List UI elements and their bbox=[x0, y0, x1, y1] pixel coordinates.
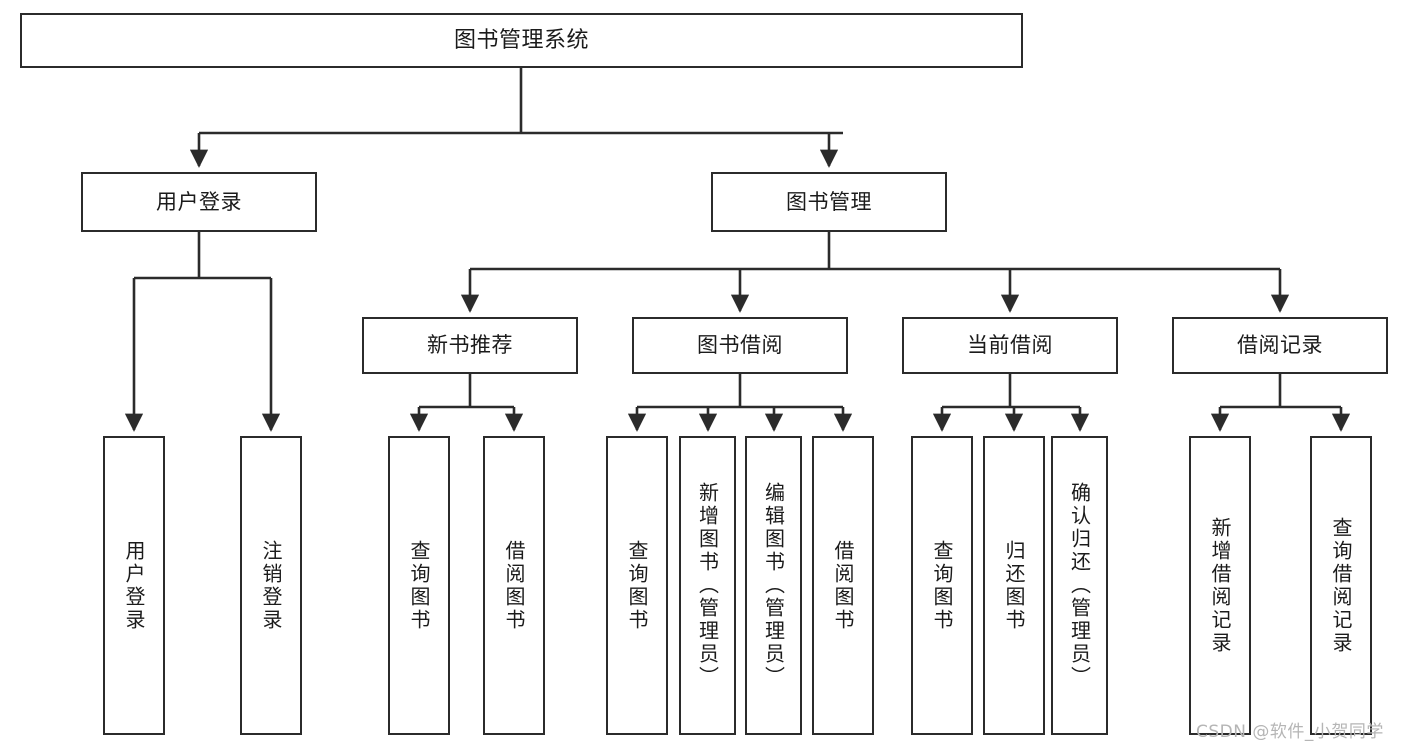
node-leaf-query-book-3-label: 查询图书 bbox=[930, 539, 954, 632]
node-book-manage[interactable]: 图书管理 bbox=[711, 172, 947, 232]
node-leaf-confirm-return[interactable]: 确认归还（管理员） bbox=[1051, 436, 1108, 735]
node-book-manage-label: 图书管理 bbox=[786, 189, 872, 214]
node-current-borrow-label: 当前借阅 bbox=[967, 333, 1053, 358]
node-leaf-add-record-label: 新增借阅记录 bbox=[1208, 516, 1232, 655]
node-book-borrow-label: 图书借阅 bbox=[697, 333, 783, 358]
node-leaf-add-book-label: 新增图书（管理员） bbox=[695, 482, 720, 689]
node-leaf-user-login[interactable]: 用户登录 bbox=[103, 436, 165, 735]
node-user-login-label: 用户登录 bbox=[156, 189, 242, 214]
node-user-login[interactable]: 用户登录 bbox=[81, 172, 317, 232]
node-leaf-query-book-3[interactable]: 查询图书 bbox=[911, 436, 973, 735]
node-leaf-query-book-1[interactable]: 查询图书 bbox=[388, 436, 450, 735]
node-leaf-add-book[interactable]: 新增图书（管理员） bbox=[679, 436, 736, 735]
node-leaf-borrow-book-1-label: 借阅图书 bbox=[502, 539, 526, 632]
node-leaf-confirm-return-label: 确认归还（管理员） bbox=[1067, 482, 1092, 689]
node-leaf-return-book[interactable]: 归还图书 bbox=[983, 436, 1045, 735]
node-borrow-record-label: 借阅记录 bbox=[1237, 333, 1323, 358]
node-new-book-rec-label: 新书推荐 bbox=[427, 333, 513, 358]
watermark: CSDN @软件_小贺同学 bbox=[1196, 722, 1384, 742]
node-book-borrow[interactable]: 图书借阅 bbox=[632, 317, 848, 374]
node-leaf-query-book-1-label: 查询图书 bbox=[407, 539, 431, 632]
node-leaf-return-book-label: 归还图书 bbox=[1002, 539, 1026, 632]
node-borrow-record[interactable]: 借阅记录 bbox=[1172, 317, 1388, 374]
node-leaf-logout[interactable]: 注销登录 bbox=[240, 436, 302, 735]
node-leaf-user-login-label: 用户登录 bbox=[122, 539, 146, 632]
node-leaf-edit-book[interactable]: 编辑图书（管理员） bbox=[745, 436, 802, 735]
node-current-borrow[interactable]: 当前借阅 bbox=[902, 317, 1118, 374]
node-leaf-borrow-book-2[interactable]: 借阅图书 bbox=[812, 436, 874, 735]
node-leaf-query-record[interactable]: 查询借阅记录 bbox=[1310, 436, 1372, 735]
node-leaf-query-book-2-label: 查询图书 bbox=[625, 539, 649, 632]
node-leaf-borrow-book-1[interactable]: 借阅图书 bbox=[483, 436, 545, 735]
node-root-label: 图书管理系统 bbox=[453, 27, 589, 53]
node-root[interactable]: 图书管理系统 bbox=[20, 13, 1023, 68]
node-leaf-query-book-2[interactable]: 查询图书 bbox=[606, 436, 668, 735]
node-leaf-add-record[interactable]: 新增借阅记录 bbox=[1189, 436, 1251, 735]
node-leaf-query-record-label: 查询借阅记录 bbox=[1329, 516, 1353, 655]
node-leaf-edit-book-label: 编辑图书（管理员） bbox=[761, 482, 786, 689]
node-leaf-borrow-book-2-label: 借阅图书 bbox=[831, 539, 855, 632]
node-new-book-rec[interactable]: 新书推荐 bbox=[362, 317, 578, 374]
node-leaf-logout-label: 注销登录 bbox=[259, 539, 283, 632]
